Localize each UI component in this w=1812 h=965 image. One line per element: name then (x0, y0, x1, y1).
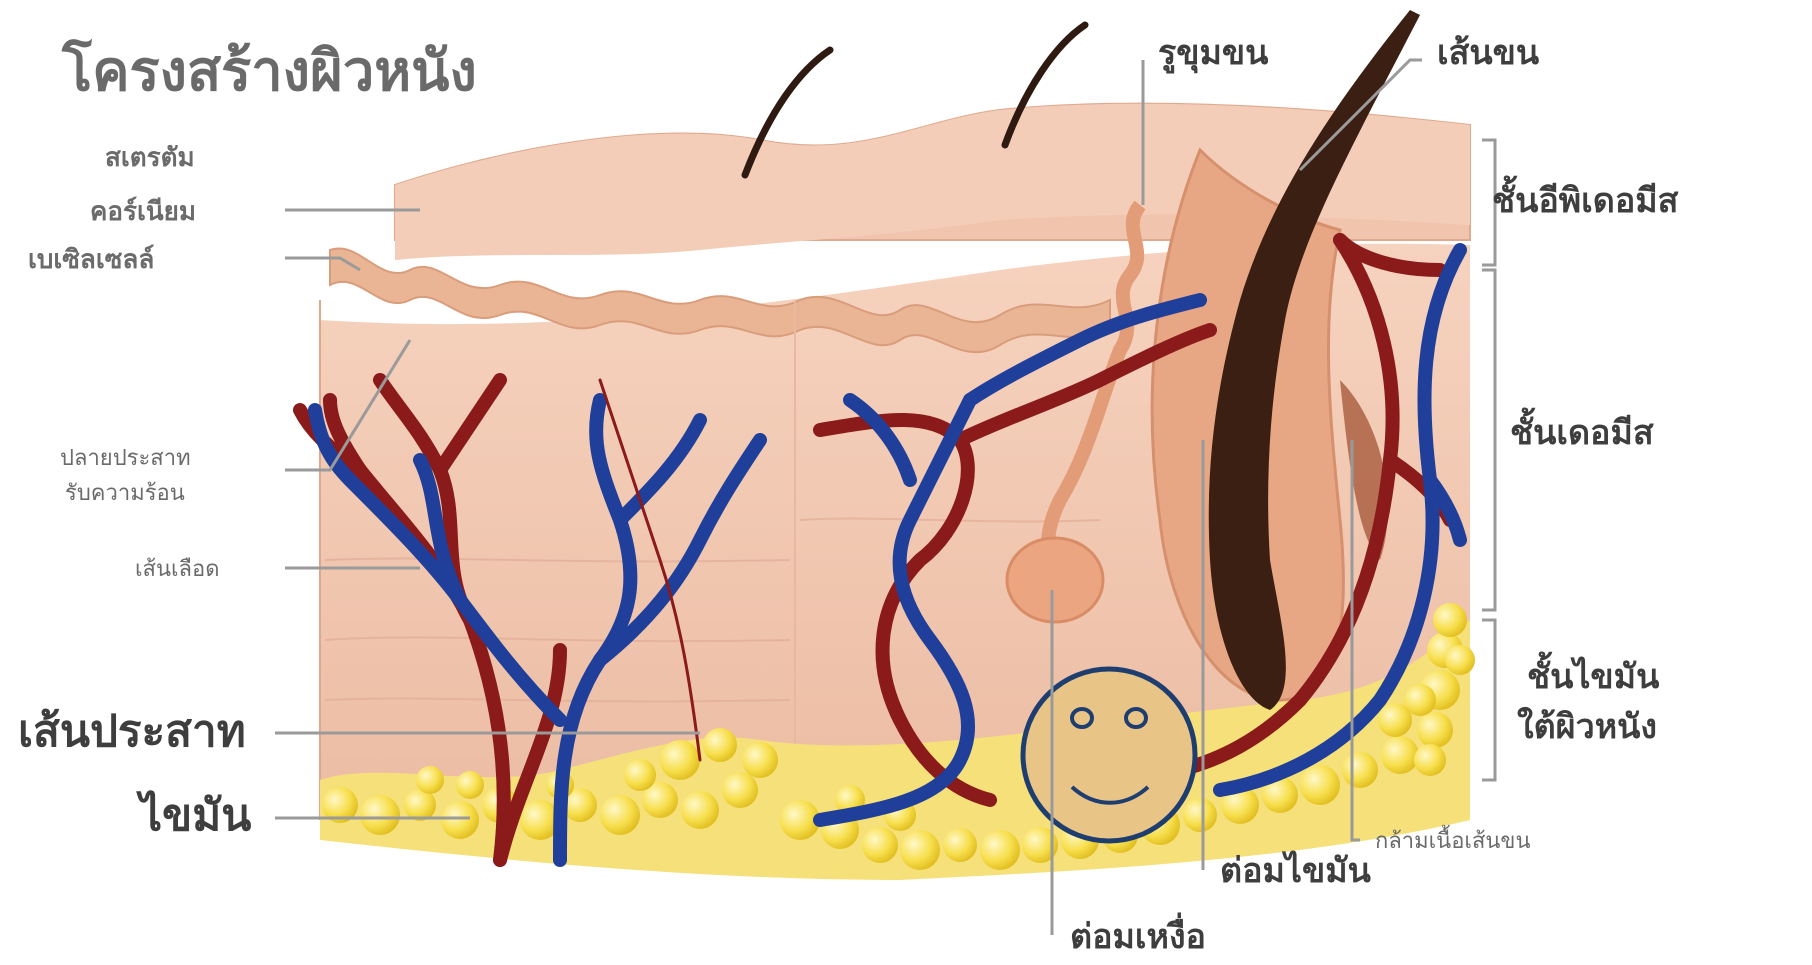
label-nerve: เส้นประสาท (18, 706, 246, 757)
label-hair: เส้นขน (1437, 33, 1539, 73)
label-dermis: ชั้นเดอมีส (1510, 407, 1654, 453)
label-basal-cell: เบเซิลเซลล์ (28, 244, 154, 275)
label-nerve-ending-line2: รับความร้อน (65, 481, 185, 506)
sweat-gland-coil (1007, 538, 1103, 622)
label-sweat-gland: ต่อมเหงื่อ (1070, 912, 1206, 957)
label-stratum-corneum-line2: คอร์เนียม (90, 196, 196, 227)
label-sebaceous-gland: ต่อมไขมัน (1220, 850, 1371, 891)
label-hair-muscle: กล้ามเนื้อเส้นขน (1375, 825, 1531, 854)
label-hair-pore: รูขุมขน (1158, 33, 1268, 74)
label-subcutaneous-line2: ใต้ผิวหนัง (1517, 706, 1657, 747)
label-nerve-ending-line1: ปลายประสาท (60, 446, 191, 471)
label-stratum-corneum-line1: สเตรตัม (105, 143, 195, 173)
layer-brackets (1482, 140, 1495, 780)
smiley-face-icon (1023, 669, 1195, 841)
label-epidermis: ชั้นอีพิเดอมีส (1492, 175, 1679, 221)
diagram-title: โครงสร้างผิวหนัง (61, 38, 477, 104)
label-fat: ไขมัน (136, 789, 251, 841)
label-blood-vessel: เส้นเลือด (135, 557, 220, 582)
label-subcutaneous-line1: ชั้นไขมัน (1527, 651, 1659, 697)
